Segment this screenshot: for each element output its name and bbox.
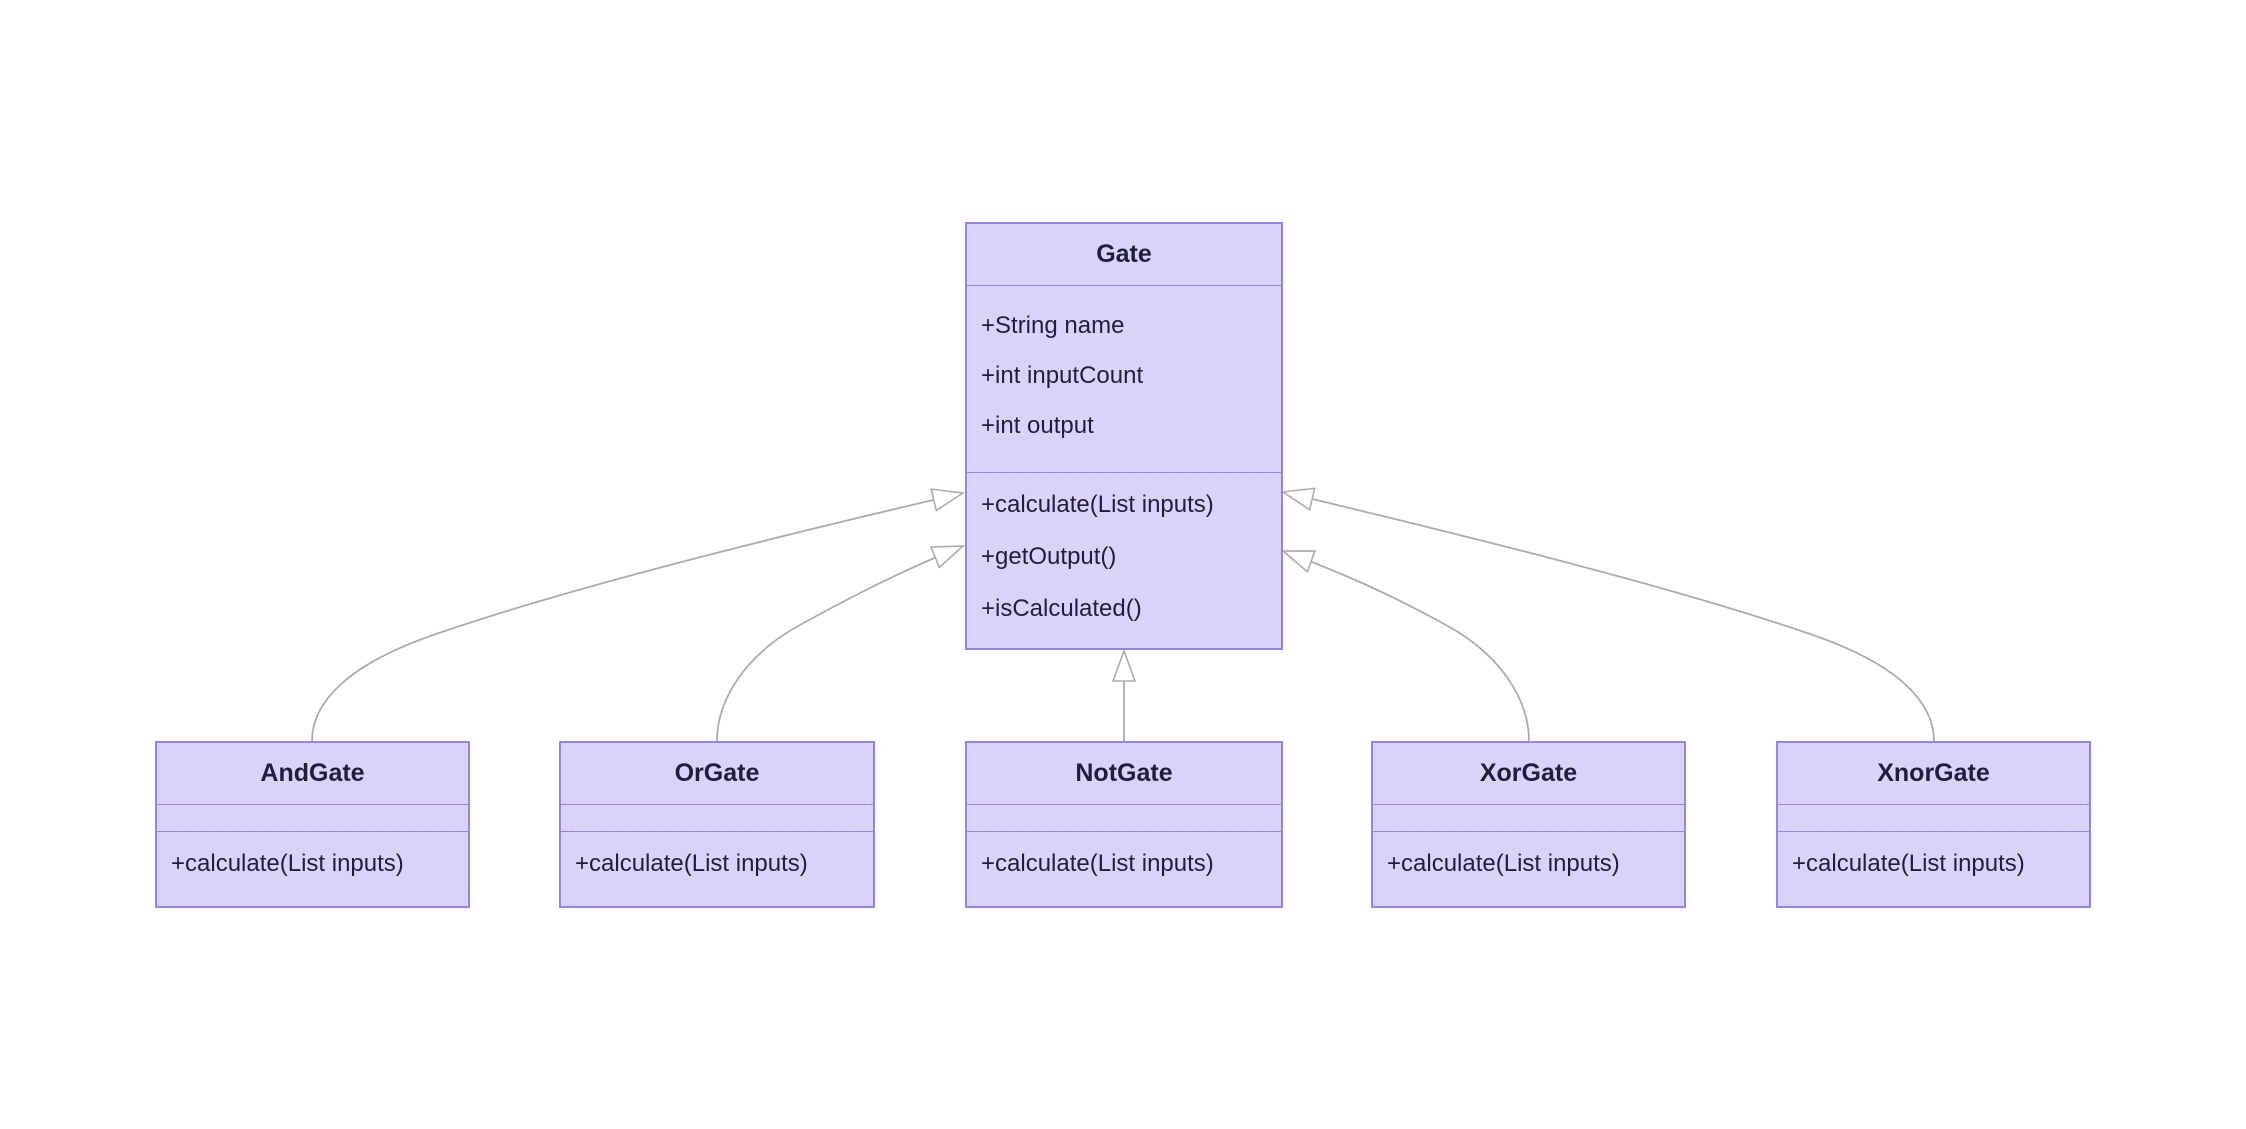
class-attribute: +String name [981,312,1125,339]
class-name-andgate: AndGate [157,743,468,805]
inheritance-edge-andgate-to-gate [311,493,963,742]
class-box-gate: Gate +String name +int inputCount +int o… [965,222,1283,650]
inheritance-edge-orgate-to-gate [716,546,963,742]
class-attributes-orgate [561,805,873,832]
class-name-xnorgate: XnorGate [1778,743,2089,805]
class-attribute: +int inputCount [981,362,1144,389]
class-method: +calculate(List inputs) [171,850,404,877]
class-attribute: +int output [981,412,1094,439]
inheritance-edge-xorgate-to-gate [1283,550,1530,742]
inheritance-edge-xnorgate-to-gate [1283,492,1935,742]
class-box-xorgate: XorGate +calculate(List inputs) [1371,741,1686,908]
class-methods-andgate: +calculate(List inputs) [157,832,468,890]
class-name-gate: Gate [967,224,1281,286]
class-method: +calculate(List inputs) [981,491,1214,518]
class-method: +calculate(List inputs) [1387,850,1620,877]
class-box-andgate: AndGate +calculate(List inputs) [155,741,470,908]
class-attributes-notgate [967,805,1281,832]
class-attributes-xnorgate [1778,805,2089,832]
class-name-notgate: NotGate [967,743,1281,805]
class-attributes-gate: +String name +int inputCount +int output [967,286,1281,473]
class-methods-xnorgate: +calculate(List inputs) [1778,832,2089,890]
class-method: +calculate(List inputs) [575,850,808,877]
class-box-xnorgate: XnorGate +calculate(List inputs) [1776,741,2091,908]
class-box-notgate: NotGate +calculate(List inputs) [965,741,1283,908]
class-methods-notgate: +calculate(List inputs) [967,832,1281,890]
class-method: +isCalculated() [981,595,1142,622]
class-methods-gate: +calculate(List inputs) +getOutput() +is… [967,473,1281,635]
class-box-orgate: OrGate +calculate(List inputs) [559,741,875,908]
class-name-xorgate: XorGate [1373,743,1684,805]
class-attributes-xorgate [1373,805,1684,832]
class-methods-orgate: +calculate(List inputs) [561,832,873,890]
class-method: +getOutput() [981,543,1117,570]
class-method: +calculate(List inputs) [981,850,1214,877]
class-method: +calculate(List inputs) [1792,850,2025,877]
class-methods-xorgate: +calculate(List inputs) [1373,832,1684,890]
class-attributes-andgate [157,805,468,832]
class-name-orgate: OrGate [561,743,873,805]
